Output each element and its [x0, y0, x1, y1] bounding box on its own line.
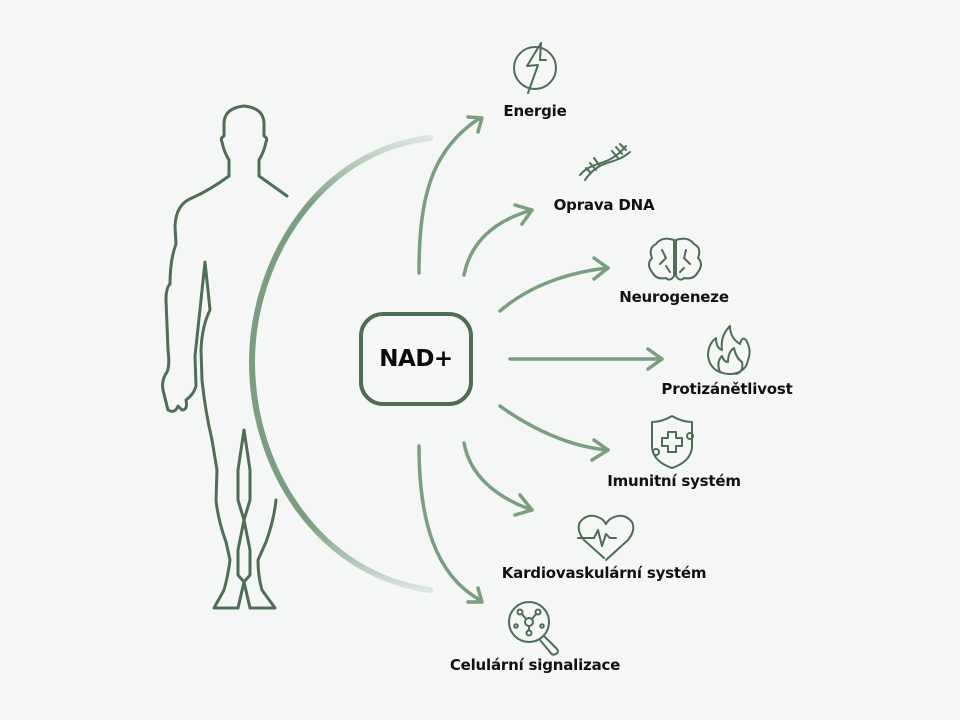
- arrow-oprava-dna: [462, 203, 534, 277]
- label-imunitni-system: Imunitní systém: [607, 472, 741, 490]
- label-energie: Energie: [503, 102, 567, 120]
- human-silhouette-icon: [161, 104, 289, 610]
- label-protizanetlivost: Protizánětlivost: [661, 380, 793, 398]
- heart-pulse-icon: [577, 514, 635, 561]
- arrow-celularni-signalizace: [417, 444, 484, 604]
- arrow-energie: [417, 115, 484, 275]
- arrow-kardiovaskularni: [462, 441, 534, 517]
- label-neurogeneze: Neurogeneze: [619, 288, 729, 306]
- nad-plus-label: NAD+: [379, 346, 453, 372]
- label-kardiovaskularni-system: Kardiovaskulární systém: [501, 564, 707, 582]
- arrow-protizanetlivost: [508, 347, 664, 371]
- arrow-neurogeneze: [498, 256, 610, 313]
- brain-icon: [648, 237, 702, 281]
- flame-icon: [707, 325, 751, 375]
- dna-helix-icon: [579, 143, 631, 181]
- molecule-magnifier-icon: [508, 601, 559, 656]
- label-celularni-signalizace: Celulární signalizace: [449, 656, 621, 674]
- outer-arc: [248, 135, 433, 593]
- arrow-imunitni-system: [498, 404, 610, 462]
- lightning-bolt-icon: [513, 42, 557, 94]
- shield-cross-icon: [651, 415, 694, 469]
- nad-plus-node: NAD+: [359, 312, 473, 406]
- label-oprava-dna: Oprava DNA: [553, 196, 655, 214]
